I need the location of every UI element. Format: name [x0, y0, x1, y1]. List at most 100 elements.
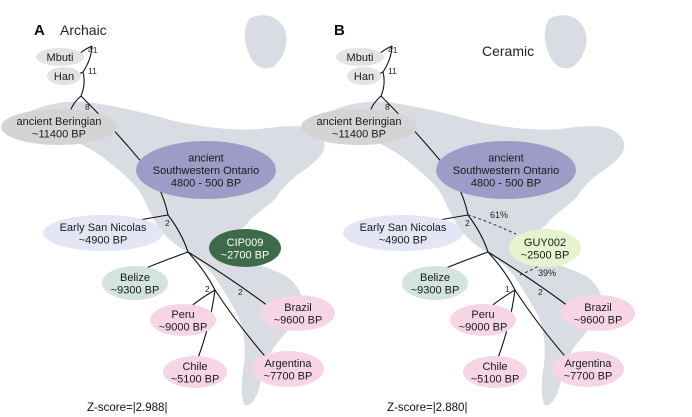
node-chile: Chile~5100 BP [163, 356, 227, 388]
node-label: ~9300 BP [411, 284, 460, 296]
node-label: Chile [182, 361, 207, 373]
edge-drift-label: 41 [88, 45, 98, 55]
node-label: Belize [120, 272, 150, 284]
panel-letter: A [34, 22, 45, 39]
node-label: ~5100 BP [471, 373, 520, 385]
node-belize: Belize~9300 BP [402, 266, 468, 300]
node-ellipse [509, 229, 581, 267]
node-label: ~4900 BP [379, 234, 428, 246]
node-ellipse [261, 295, 335, 331]
node-ellipse [252, 351, 324, 387]
node-label: 4800 - 500 BP [471, 178, 541, 190]
greenland-map-shape [544, 15, 587, 69]
node-brazil: Brazil~9600 BP [261, 295, 335, 331]
node-label: ~9600 BP [274, 314, 323, 326]
node-ellipse [463, 356, 527, 388]
node-ellipse [43, 215, 163, 251]
node-argentina: Argentina~7700 BP [252, 351, 324, 387]
node-test: CIP009~2700 BP [209, 229, 281, 267]
edge-drift-label: 11 [388, 66, 397, 76]
panel-a: AArchaic411185222MbutiHanancient Beringi… [1, 15, 335, 414]
node-label: ~9000 BP [159, 321, 208, 333]
node-ellipse [163, 356, 227, 388]
node-label: ancient Beringian [16, 116, 101, 128]
tree-edge [187, 251, 216, 291]
node-label: ~5100 BP [171, 373, 220, 385]
node-label: 4800 - 500 BP [171, 178, 241, 190]
admixture-percent: 61% [490, 210, 508, 220]
edge-drift-label: 8 [385, 102, 390, 112]
edge-drift-label: 41 [388, 45, 398, 55]
node-label: ~2700 BP [221, 249, 270, 261]
tree-edge [80, 71, 85, 97]
tree-edge [487, 251, 569, 307]
node-peru: Peru~9000 BP [150, 304, 216, 336]
node-ellipse [343, 215, 463, 251]
node-label: Mbuti [347, 52, 374, 64]
node-label: Argentina [264, 358, 312, 370]
edge-drift-label: 11 [88, 66, 97, 76]
node-label: Han [54, 71, 74, 83]
node-ellipse [301, 109, 417, 145]
node-ellipse [561, 295, 635, 331]
node-mbuti: Mbuti [336, 48, 384, 66]
node-ellipse [347, 67, 381, 85]
node-label: Peru [471, 309, 494, 321]
z-score: Z-score=|2.988| [87, 402, 167, 414]
edge-drift-label: 8 [85, 102, 90, 112]
node-sannicolas: Early San Nicolas~4900 BP [43, 215, 163, 251]
node-label: Mbuti [47, 52, 74, 64]
node-peru: Peru~9000 BP [450, 304, 516, 336]
node-label: Argentina [564, 358, 612, 370]
panel-title: Ceramic [482, 43, 534, 59]
node-belize: Belize~9300 BP [102, 266, 168, 300]
node-ellipse [336, 48, 384, 66]
node-label: Belize [420, 272, 450, 284]
admixture-edge [519, 264, 541, 276]
node-beringian: ancient Beringian~11400 BP [1, 109, 117, 145]
tree-edge [467, 214, 489, 253]
node-label: ancient [188, 153, 223, 165]
edge-drift-label: 1 [505, 284, 510, 294]
node-han: Han [47, 67, 81, 85]
node-brazil: Brazil~9600 BP [561, 295, 635, 331]
node-label: Early San Nicolas [360, 222, 447, 234]
node-label: ~11400 BP [332, 128, 386, 140]
node-mbuti: Mbuti [36, 48, 84, 66]
node-ellipse [1, 109, 117, 145]
node-label: ~9300 BP [111, 284, 160, 296]
z-score: Z-score=|2.880| [387, 402, 467, 414]
edge-drift-label: 2 [465, 218, 470, 228]
node-label: Early San Nicolas [60, 222, 147, 234]
node-label: ~9600 BP [574, 314, 623, 326]
tree-edge [487, 251, 516, 291]
admixture-percent: 39% [538, 268, 556, 278]
edge-drift-label: 2 [205, 284, 210, 294]
tree-edge [214, 289, 271, 363]
node-ellipse [436, 141, 576, 199]
node-label: GUY002 [524, 237, 566, 249]
node-han: Han [347, 67, 381, 85]
node-ellipse [209, 229, 281, 267]
tree-edge [187, 251, 269, 307]
node-argentina: Argentina~7700 BP [552, 351, 624, 387]
node-beringian: ancient Beringian~11400 BP [301, 109, 417, 145]
panel-letter: B [334, 22, 345, 39]
node-ellipse [47, 67, 81, 85]
node-ellipse [36, 48, 84, 66]
tree-edge [380, 71, 385, 97]
node-ellipse [450, 304, 516, 336]
node-ellipse [402, 266, 468, 300]
node-label: Han [354, 71, 374, 83]
admixture-edge [467, 214, 517, 235]
node-label: Southwestern Ontario [453, 165, 559, 177]
edge-drift-label: 2 [238, 287, 243, 297]
node-ellipse [136, 141, 276, 199]
node-label: Brazil [584, 302, 612, 314]
tree-edge [514, 289, 571, 363]
node-ellipse [150, 304, 216, 336]
node-label: ~9000 BP [459, 321, 508, 333]
